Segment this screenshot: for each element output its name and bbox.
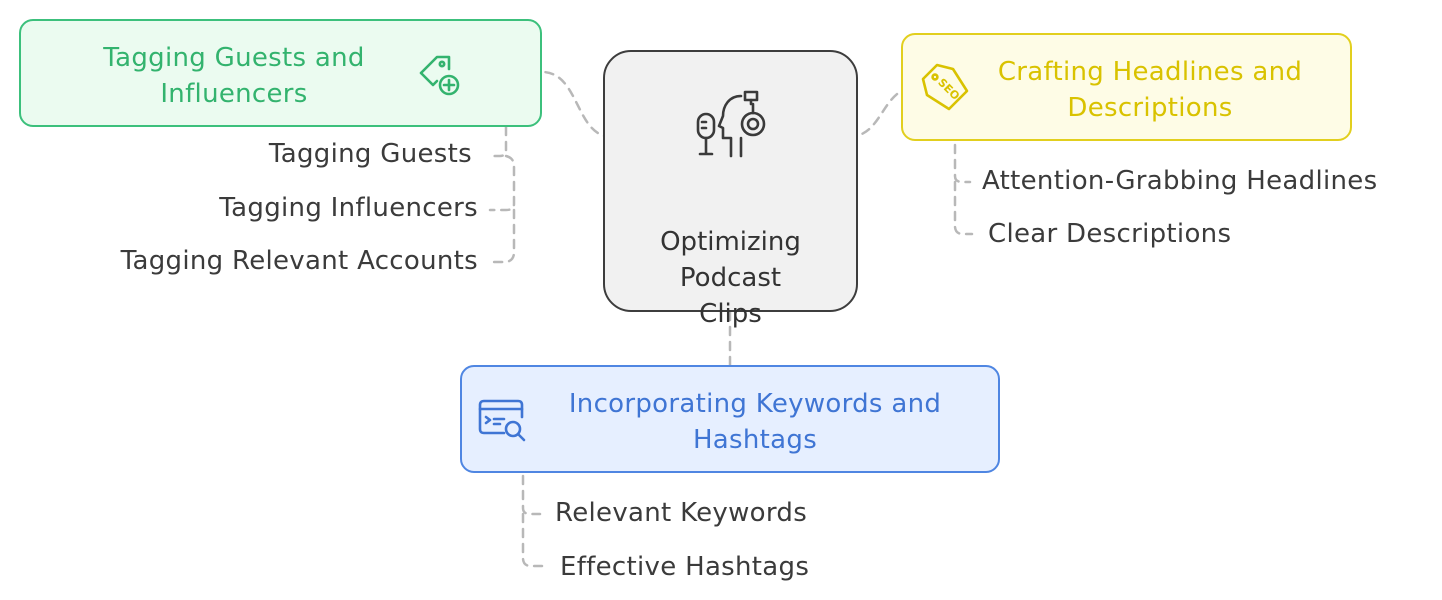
node-center[interactable]: Optimizing Podcast Clips: [603, 50, 858, 329]
title-line: Incorporating Keywords and: [568, 389, 942, 419]
list-item: Effective Hashtags: [560, 552, 810, 582]
title-line: Crafting Headlines and: [997, 57, 1303, 87]
list-item: Clear Descriptions: [988, 219, 1232, 249]
list-item: Tagging Relevant Accounts: [120, 246, 478, 276]
tag-add-icon: [419, 55, 460, 96]
node-crafting-headlines[interactable]: SEO Crafting Headlines and Descriptions: [901, 33, 1352, 141]
list-item: Attention-Grabbing Headlines: [982, 166, 1378, 196]
title-line: Podcast: [679, 263, 782, 293]
list-item: Relevant Keywords: [555, 498, 808, 528]
node-incorporating-keywords[interactable]: Incorporating Keywords and Hashtags: [460, 365, 1000, 473]
node-tagging-guests-title: Tagging Guests and Influencers: [71, 40, 397, 112]
title-line: Optimizing: [660, 227, 801, 257]
connector-guests-items: [488, 110, 516, 264]
title-line: Clips: [699, 299, 762, 329]
connector-keywords-items: [521, 474, 544, 568]
node-tagging-guests[interactable]: Tagging Guests and Influencers: [19, 19, 542, 127]
seo-tag-icon: SEO: [921, 63, 969, 111]
title-line: Influencers: [160, 79, 308, 109]
title-line: Tagging Guests and: [103, 43, 365, 73]
title-line: Hashtags: [692, 425, 818, 455]
list-item: Tagging Guests: [268, 139, 472, 169]
list-item: Tagging Influencers: [219, 193, 478, 223]
podcaster-microphone-icon: [696, 90, 766, 158]
connector-center-guests: [540, 70, 614, 139]
title-line: Descriptions: [1067, 93, 1233, 123]
browser-search-icon: [478, 399, 526, 442]
node-crafting-headlines-title: Crafting Headlines and Descriptions: [975, 54, 1325, 126]
connector-headlines-items: [953, 143, 974, 236]
node-incorporating-keywords-title: Incorporating Keywords and Hashtags: [530, 386, 980, 458]
node-center-title: Optimizing Podcast Clips: [605, 224, 856, 332]
